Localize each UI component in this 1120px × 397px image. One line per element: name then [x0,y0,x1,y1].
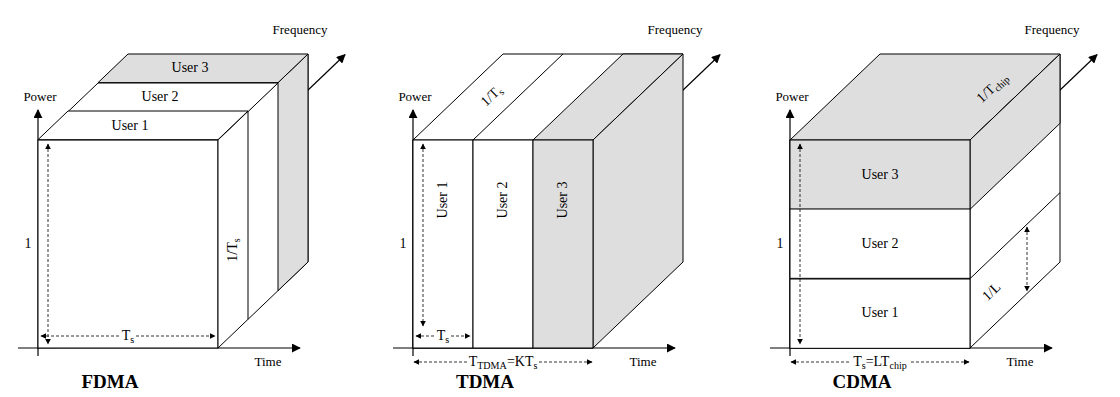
slab-edge [970,193,1060,279]
frequency-slot: User 2 [68,83,278,112]
front-face [790,140,970,348]
dimension-label: Ts=LTchip [851,354,909,370]
side-face [970,54,1060,348]
dimension-label: 1 [398,236,409,252]
side-face [593,54,683,348]
frequency-axis [38,55,345,348]
time-slot: User 2 [473,140,533,348]
code-layer: User 1 [790,279,970,348]
dimension-label: 1 [23,236,34,252]
time-slot: User 1 [413,140,473,348]
subscript: s [533,360,537,371]
axis-label: Power [21,90,58,105]
axis-label: Time [1005,355,1036,370]
slot-outline [413,140,473,348]
axis-label: Time [628,355,659,370]
dimension-line [48,144,49,344]
axis-label: Frequency [1023,23,1082,38]
slot-shape [38,111,248,140]
subscript: chip [889,360,906,371]
subscript: s [130,334,134,345]
front-face [413,140,593,348]
subscript: s [445,334,449,345]
tdma-panel [393,54,720,356]
panel-title: CDMA [830,371,893,393]
slot-shape [790,279,970,348]
time-slot: User 3 [533,140,593,348]
dimension-label: 1 [775,236,786,252]
slot-shape [68,83,278,112]
panel-title: FDMA [80,371,141,393]
user-label: User 2 [142,89,179,105]
user-label: User 3 [172,60,209,76]
axis-label: Power [396,90,433,105]
axis-label: Power [773,90,810,105]
dimension-line [1027,227,1028,291]
frequency-slot: User 3 [98,54,308,83]
slot-shape [413,140,473,348]
slot-shape [790,209,970,278]
cdma-panel [770,54,1097,356]
side-face-shade [278,54,308,291]
slab-edge [473,54,563,140]
user-label: User 1 [112,118,149,134]
panel-title: TDMA [454,371,516,393]
fdma-panel [18,54,345,356]
slot-shape [98,54,308,83]
subscript: s [862,360,866,371]
subscript: s [231,238,242,242]
slot-shape [533,140,593,348]
axis-label: Frequency [271,23,330,38]
slot-shape [790,140,970,209]
dimension-label: Ts [120,328,137,344]
slot-outline [473,140,533,348]
dimension-label: Ts [435,328,452,344]
code-layer: User 2 [790,209,970,278]
user-label: User 2 [495,182,511,219]
frequency-axis [413,55,720,348]
slab-edge [248,111,249,319]
slot-shape [473,140,533,348]
user-label: User 3 [555,182,571,219]
side-face-shade [970,54,1060,209]
dimension-label: TTDMA=KTs [467,354,540,370]
axis-label: Time [253,355,284,370]
fdma-dimensions [41,144,215,344]
dimension-label: 1/Ts [225,236,241,263]
slot-outline [533,140,593,348]
user-label: User 1 [862,305,899,321]
code-layer: User 3 [790,140,970,209]
subscript: TDMA [477,360,507,371]
frequency-slot: User 1 [38,111,248,140]
front-face [38,140,218,348]
user-label: User 3 [862,167,899,183]
axis-label: Frequency [646,23,705,38]
frequency-axis [790,55,1097,348]
user-label: User 1 [435,182,451,219]
user-label: User 2 [862,236,899,252]
